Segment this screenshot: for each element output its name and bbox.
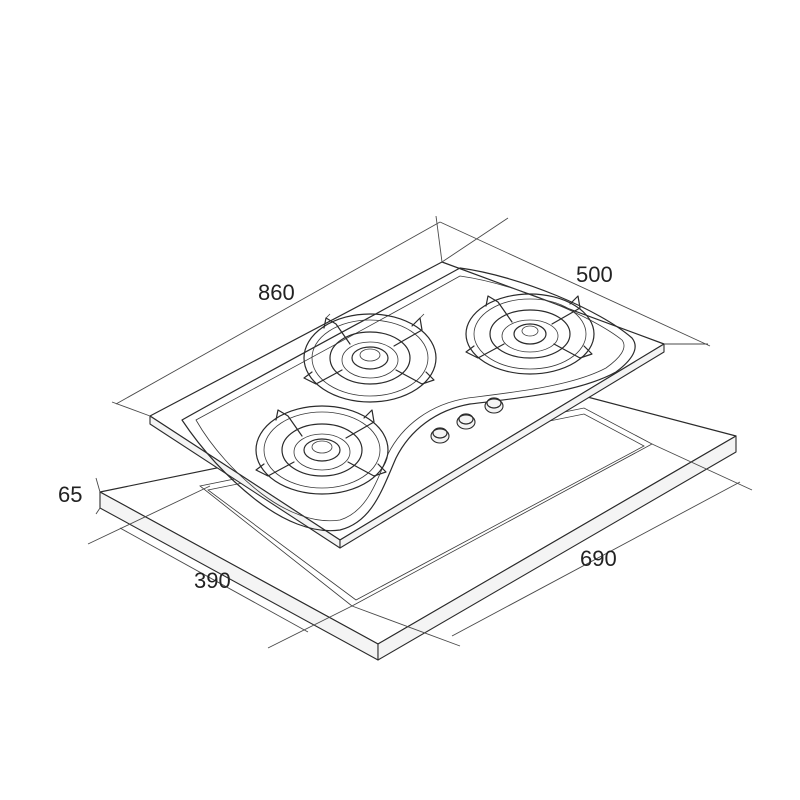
- dimension-hob-width: 860: [111, 215, 443, 417]
- pan-support: [255, 409, 387, 477]
- pan-support: [465, 295, 593, 359]
- control-knob-2: [456, 413, 476, 430]
- dimension-label-390: 390: [194, 568, 231, 593]
- hob-tray-contour: [181, 267, 636, 532]
- dimension-cutout-width: 690: [351, 443, 753, 647]
- dimension-label-690: 690: [580, 546, 617, 571]
- burner-front-left: [255, 405, 389, 495]
- control-knob-1: [430, 427, 450, 444]
- dimension-cutout-depth: 390: [87, 485, 353, 649]
- dimension-label-860: 860: [258, 280, 295, 305]
- slab-right-side: [377, 435, 737, 661]
- dimension-label-65: 65: [58, 482, 82, 507]
- control-knob-3: [484, 397, 504, 414]
- dimension-label-500: 500: [576, 262, 613, 287]
- burner-back-left: [303, 313, 437, 403]
- hob-tray-inner-contour: [195, 275, 625, 522]
- countertop-slab: [99, 393, 737, 661]
- dimension-cutout-height: 65: [58, 477, 101, 515]
- hob-right-edge: [339, 343, 665, 549]
- burner-back-right: [465, 293, 595, 375]
- control-knobs: [430, 397, 504, 444]
- dimension-hob-depth: 500: [439, 217, 711, 347]
- pan-support: [303, 313, 435, 385]
